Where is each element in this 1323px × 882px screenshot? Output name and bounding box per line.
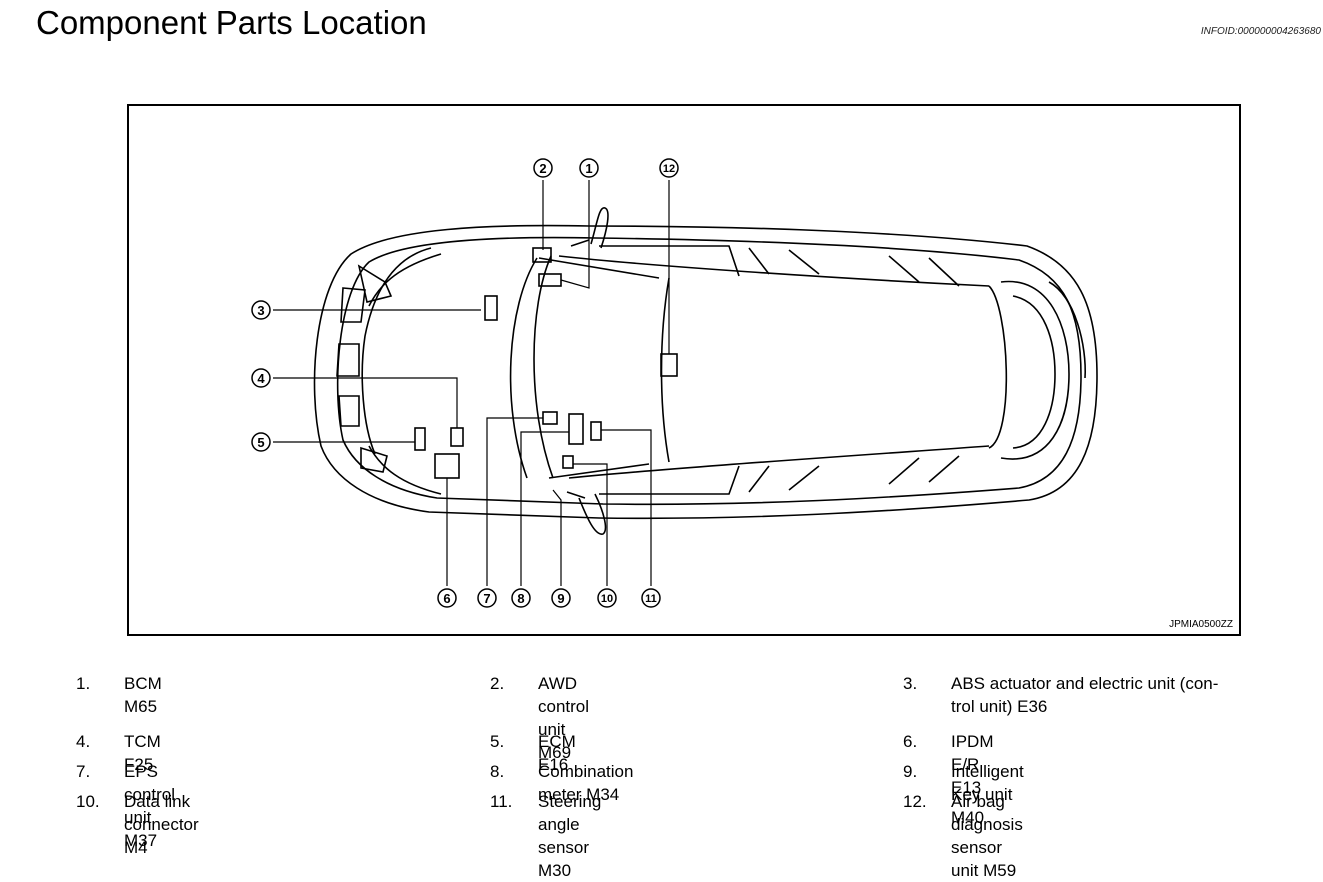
callout-10: 10 xyxy=(597,588,617,608)
callout-2: 2 xyxy=(533,158,553,178)
leader-lines xyxy=(273,180,670,586)
callout-11: 11 xyxy=(641,588,661,608)
svg-text:2: 2 xyxy=(539,161,546,176)
svg-text:1: 1 xyxy=(585,161,592,176)
svg-text:3: 3 xyxy=(257,303,264,318)
callout-4: 4 xyxy=(251,368,271,388)
page-title: Component Parts Location xyxy=(36,4,427,41)
callout-12: 12 xyxy=(659,158,679,178)
component-legend: 1.BCM M65 2.AWD control unit M69 3.ABS a… xyxy=(0,664,1323,880)
callout-3: 3 xyxy=(251,300,271,320)
callout-8: 8 xyxy=(511,588,531,608)
svg-text:11: 11 xyxy=(645,593,657,605)
svg-text:6: 6 xyxy=(443,591,450,606)
callout-1: 1 xyxy=(579,158,599,178)
callout-6: 6 xyxy=(437,588,457,608)
svg-text:4: 4 xyxy=(257,371,265,386)
vehicle-outline xyxy=(313,207,1098,535)
callout-5: 5 xyxy=(251,432,271,452)
component-markers xyxy=(414,247,678,479)
figure-code: JPMIA0500ZZ xyxy=(1169,619,1233,630)
svg-text:5: 5 xyxy=(257,435,264,450)
svg-text:9: 9 xyxy=(557,591,564,606)
legend-item-3: 3.ABS actuator and electric unit (con- t… xyxy=(903,674,1219,716)
svg-text:12: 12 xyxy=(663,163,675,175)
info-id: INFOID:000000004263680 xyxy=(1200,26,1321,37)
callout-9: 9 xyxy=(551,588,571,608)
svg-text:8: 8 xyxy=(517,591,524,606)
svg-text:7: 7 xyxy=(483,591,490,606)
vehicle-top-view-diagram: 1 2 12 3 4 5 6 7 xyxy=(251,158,1098,608)
callout-7: 7 xyxy=(477,588,497,608)
component-location-figure: 1 2 12 3 4 5 6 7 xyxy=(127,104,1241,636)
svg-text:10: 10 xyxy=(601,593,613,605)
